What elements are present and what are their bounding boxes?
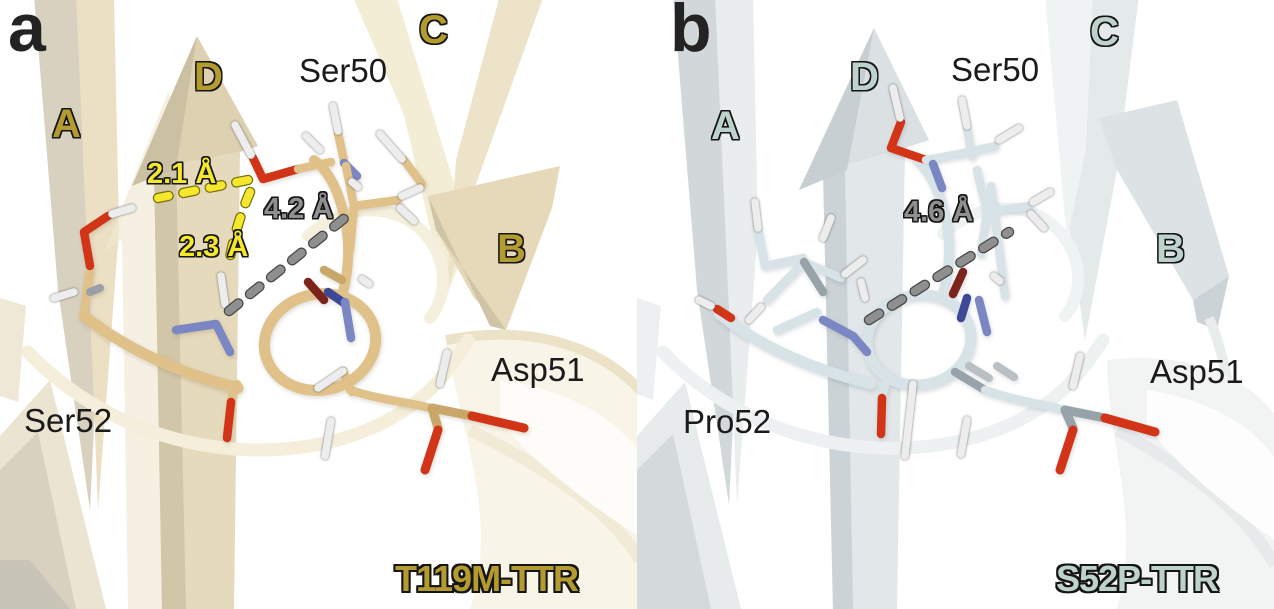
stick-model-a [78, 128, 529, 475]
hydrogen-sticks-a [50, 102, 451, 460]
residue-label-ser50-b: Ser50 [951, 51, 1040, 88]
strand-label-b-A: A [711, 104, 740, 148]
panel-a-letter: a [8, 0, 46, 66]
strand-label-a-A: A [52, 102, 81, 146]
strand-label-a-D: D [194, 55, 223, 99]
strand-label-b-D: D [850, 55, 879, 99]
residue-label-ser50-a: Ser50 [299, 52, 388, 89]
distance-label-4-6A: 4.6 Å [904, 196, 974, 228]
distance-label-2-1A: 2.1 Å [147, 158, 217, 190]
residue-label-pro52-b: Pro52 [683, 403, 772, 440]
distance-label-2-3A: 2.3 Å [179, 231, 249, 263]
hydrogen-sticks-b [695, 84, 1084, 460]
beta-strands-a [0, 0, 637, 609]
residue-label-asp51-b: Asp51 [1150, 353, 1244, 390]
distance-dashes-b [863, 226, 1015, 326]
panel-b-letter: b [670, 0, 712, 66]
panel-a-structure [0, 0, 637, 609]
residue-label-asp51-a: Asp51 [491, 351, 585, 388]
strand-label-b-B: B [1156, 227, 1185, 271]
hbond-dashes-a [152, 174, 256, 274]
variant-label-t119m-ttr: T119M-TTR [395, 558, 579, 599]
beta-strands-b [637, 0, 1274, 609]
strand-label-b-C: C [1090, 10, 1119, 54]
residue-label-ser52-a: Ser52 [24, 402, 113, 439]
strand-label-a-B: B [497, 227, 526, 271]
strand-label-a-C: C [419, 8, 448, 52]
distance-label-4-2A: 4.2 Å [264, 193, 334, 225]
distance-dashes-a [223, 207, 357, 317]
panel-b-structure [637, 0, 1274, 609]
variant-label-s52p-ttr: S52P-TTR [1056, 558, 1219, 599]
